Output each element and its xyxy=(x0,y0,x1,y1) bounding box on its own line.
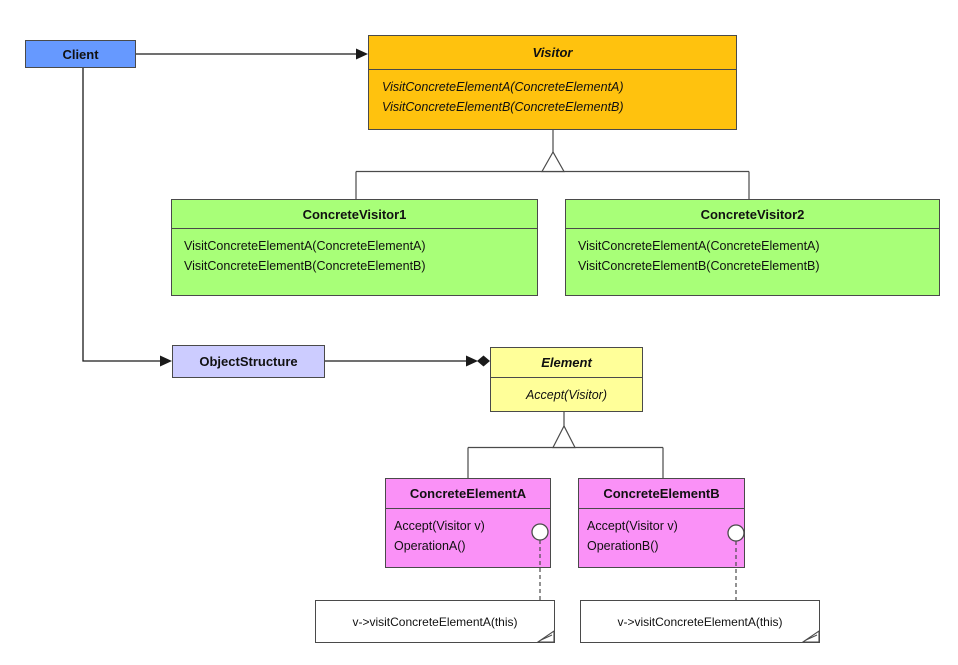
composition-diamond-icon xyxy=(477,355,490,367)
inheritance-triangle-icon xyxy=(540,150,566,173)
class-object-structure-title: ObjectStructure xyxy=(199,354,298,369)
class-concrete-visitor-2-title: ConcreteVisitor2 xyxy=(566,200,939,229)
class-concrete-element-a-title: ConcreteElementA xyxy=(386,479,550,509)
class-element-methods: Accept(Visitor) xyxy=(491,378,642,405)
method-visit-concrete-element-b: VisitConcreteElementB(ConcreteElementB) xyxy=(184,259,426,273)
class-visitor: Visitor VisitConcreteElementA(ConcreteEl… xyxy=(368,35,737,130)
method-visit-concrete-element-a: VisitConcreteElementA(ConcreteElementA) xyxy=(382,80,624,94)
class-concrete-visitor-1-title: ConcreteVisitor1 xyxy=(172,200,537,229)
class-concrete-element-b: ConcreteElementB Accept(Visitor v) Opera… xyxy=(578,478,745,568)
arrowhead-icon xyxy=(466,355,478,367)
inheritance-triangle-icon xyxy=(552,424,576,449)
method-visit-concrete-element-b: VisitConcreteElementB(ConcreteElementB) xyxy=(382,100,624,114)
note-concrete-element-b: v->visitConcreteElementA(this) xyxy=(580,600,820,643)
method-visit-concrete-element-a: VisitConcreteElementA(ConcreteElementA) xyxy=(578,239,820,253)
method-accept: Accept(Visitor v) xyxy=(394,519,485,533)
class-client-title: Client xyxy=(62,46,99,62)
method-accept: Accept(Visitor v) xyxy=(587,519,678,533)
note-concrete-element-a: v->visitConcreteElementA(this) xyxy=(315,600,555,643)
class-concrete-element-a: ConcreteElementA Accept(Visitor v) Opera… xyxy=(385,478,551,568)
method-visit-concrete-element-b: VisitConcreteElementB(ConcreteElementB) xyxy=(578,259,820,273)
class-object-structure: ObjectStructure xyxy=(172,345,325,378)
method-operation-b: OperationB() xyxy=(587,539,659,553)
class-concrete-element-b-methods: Accept(Visitor v) OperationB() xyxy=(579,509,744,556)
class-concrete-visitor-2-methods: VisitConcreteElementA(ConcreteElementA) … xyxy=(566,229,939,276)
class-visitor-title: Visitor xyxy=(369,36,736,70)
note-a-text: v->visitConcreteElementA(this) xyxy=(352,614,518,629)
arrowhead-icon xyxy=(356,48,368,60)
class-element-title: Element xyxy=(491,348,642,378)
class-client: Client xyxy=(25,40,136,68)
method-operation-a: OperationA() xyxy=(394,539,466,553)
class-concrete-visitor-1-methods: VisitConcreteElementA(ConcreteElementA) … xyxy=(172,229,537,276)
method-accept: Accept(Visitor) xyxy=(525,388,608,402)
class-element: Element Accept(Visitor) xyxy=(490,347,643,412)
client-object-structure-line xyxy=(82,68,160,362)
class-concrete-visitor-2: ConcreteVisitor2 VisitConcreteElementA(C… xyxy=(565,199,940,296)
class-visitor-methods: VisitConcreteElementA(ConcreteElementA) … xyxy=(369,70,736,117)
arrowhead-icon xyxy=(160,355,172,367)
class-concrete-element-a-methods: Accept(Visitor v) OperationA() xyxy=(386,509,550,556)
class-concrete-visitor-1: ConcreteVisitor1 VisitConcreteElementA(C… xyxy=(171,199,538,296)
note-b-text: v->visitConcreteElementA(this) xyxy=(617,614,783,629)
class-concrete-element-b-title: ConcreteElementB xyxy=(579,479,744,509)
method-visit-concrete-element-a: VisitConcreteElementA(ConcreteElementA) xyxy=(184,239,426,253)
